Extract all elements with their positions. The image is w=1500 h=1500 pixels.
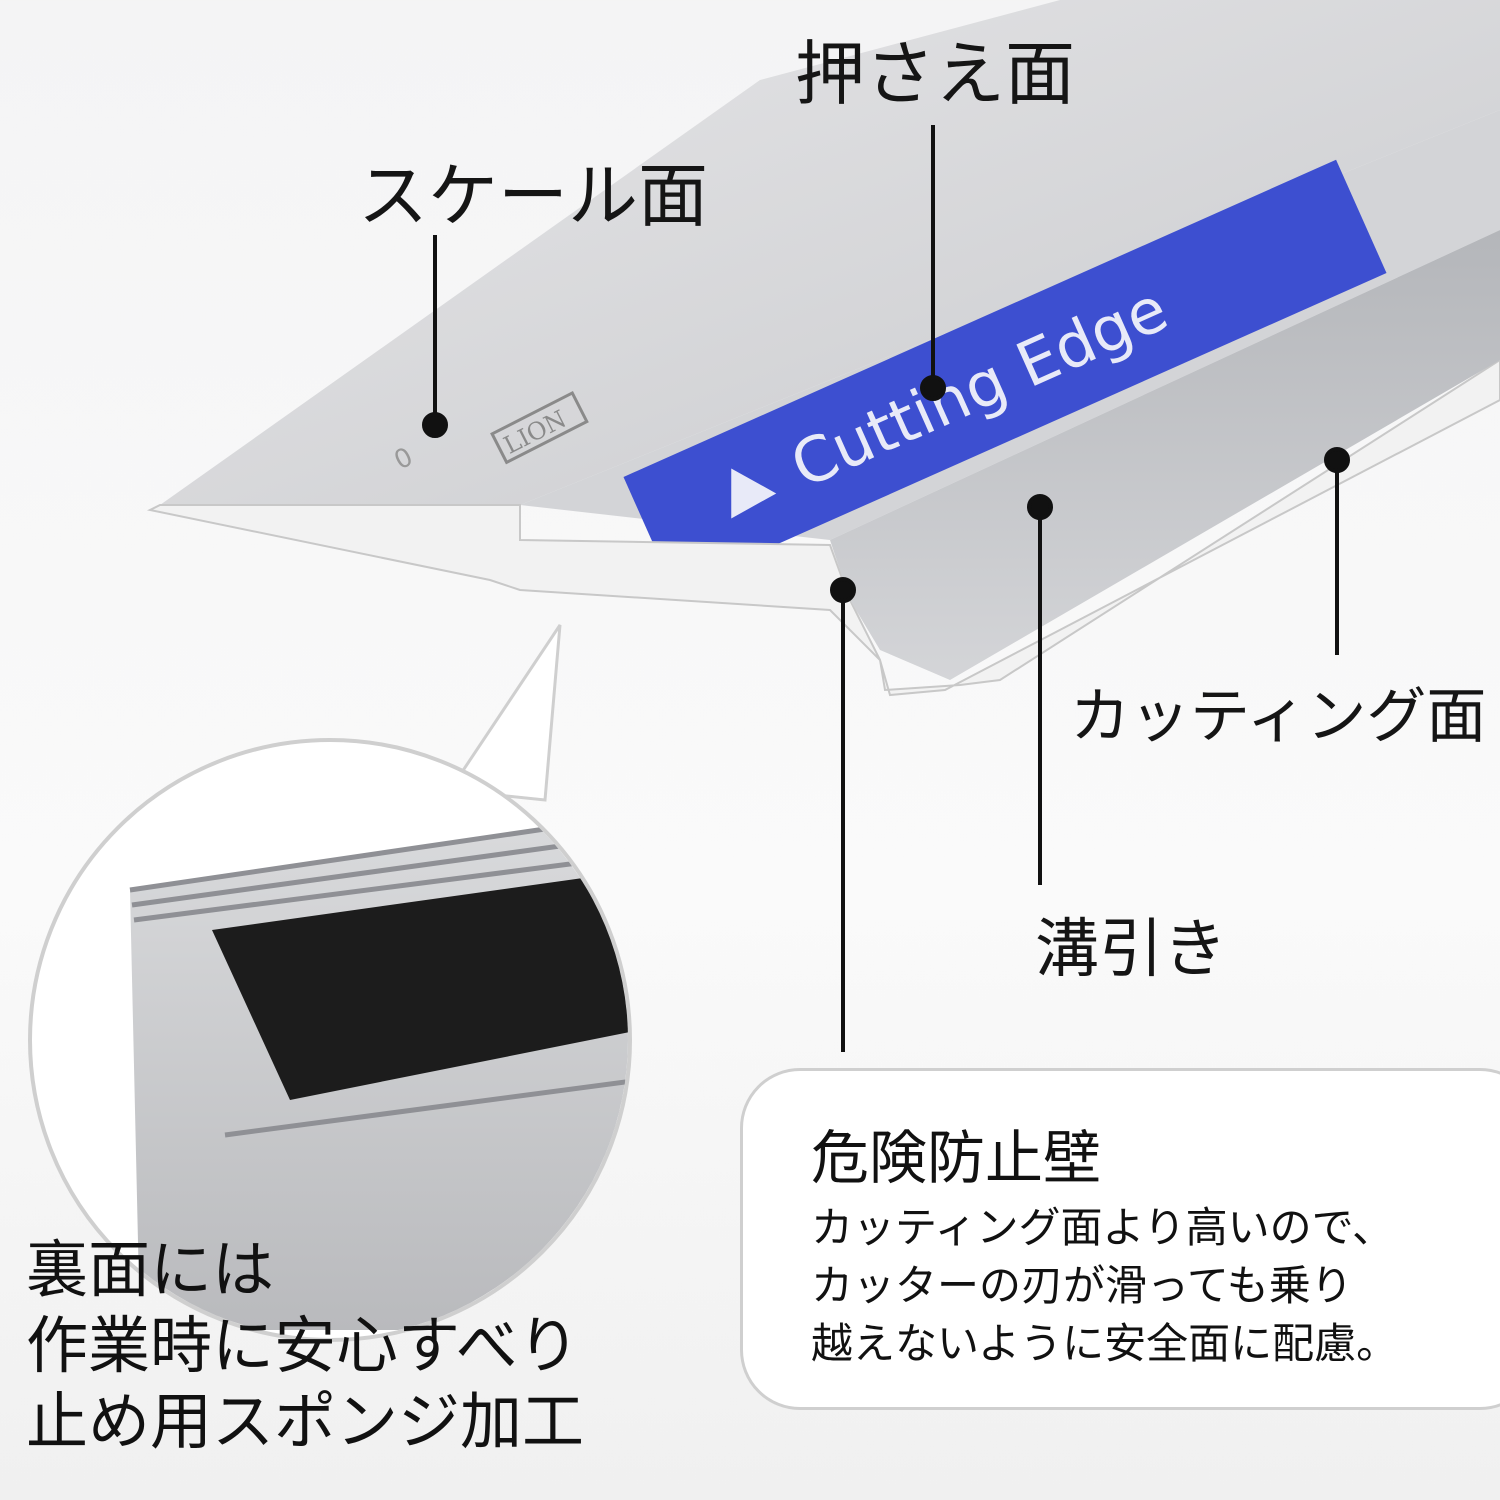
label-groove: 溝引き: [1035, 913, 1227, 987]
safety-wall-callout: 危険防止壁 カッティング面より高いので、 カッターの刃が滑っても乗り 越えないよ…: [740, 1068, 1500, 1410]
callout-body: カッティング面より高いので、 カッターの刃が滑っても乗り 越えないように安全面に…: [811, 1199, 1398, 1373]
back-note-line: 裏面には: [26, 1233, 275, 1306]
back-note-line: 作業時に安心すべり: [26, 1309, 580, 1382]
back-side-note: 裏面には 作業時に安心すべり 止め用スポンジ加工: [26, 1232, 584, 1460]
label-cutting-face: カッティング面: [1070, 682, 1487, 752]
callout-title: 危険防止壁: [811, 1124, 1102, 1192]
callout-line: 越えないように安全面に配慮。: [811, 1319, 1399, 1368]
leader-lines: [422, 125, 1350, 1052]
triangle-icon: [731, 468, 777, 519]
back-note-line: 止め用スポンジ加工: [26, 1385, 585, 1458]
scale-face: [160, 0, 1500, 505]
anti-slip-sponge: [212, 870, 628, 1100]
callout-line: カッティング面より高いので、: [811, 1203, 1394, 1252]
label-scale-face: スケール面: [358, 155, 708, 237]
cutting-face: [830, 230, 1500, 680]
callout-line: カッターの刃が滑っても乗り: [811, 1261, 1353, 1310]
cross-section: [146, 358, 1500, 697]
label-pressing-face: 押さえ面: [795, 33, 1075, 115]
